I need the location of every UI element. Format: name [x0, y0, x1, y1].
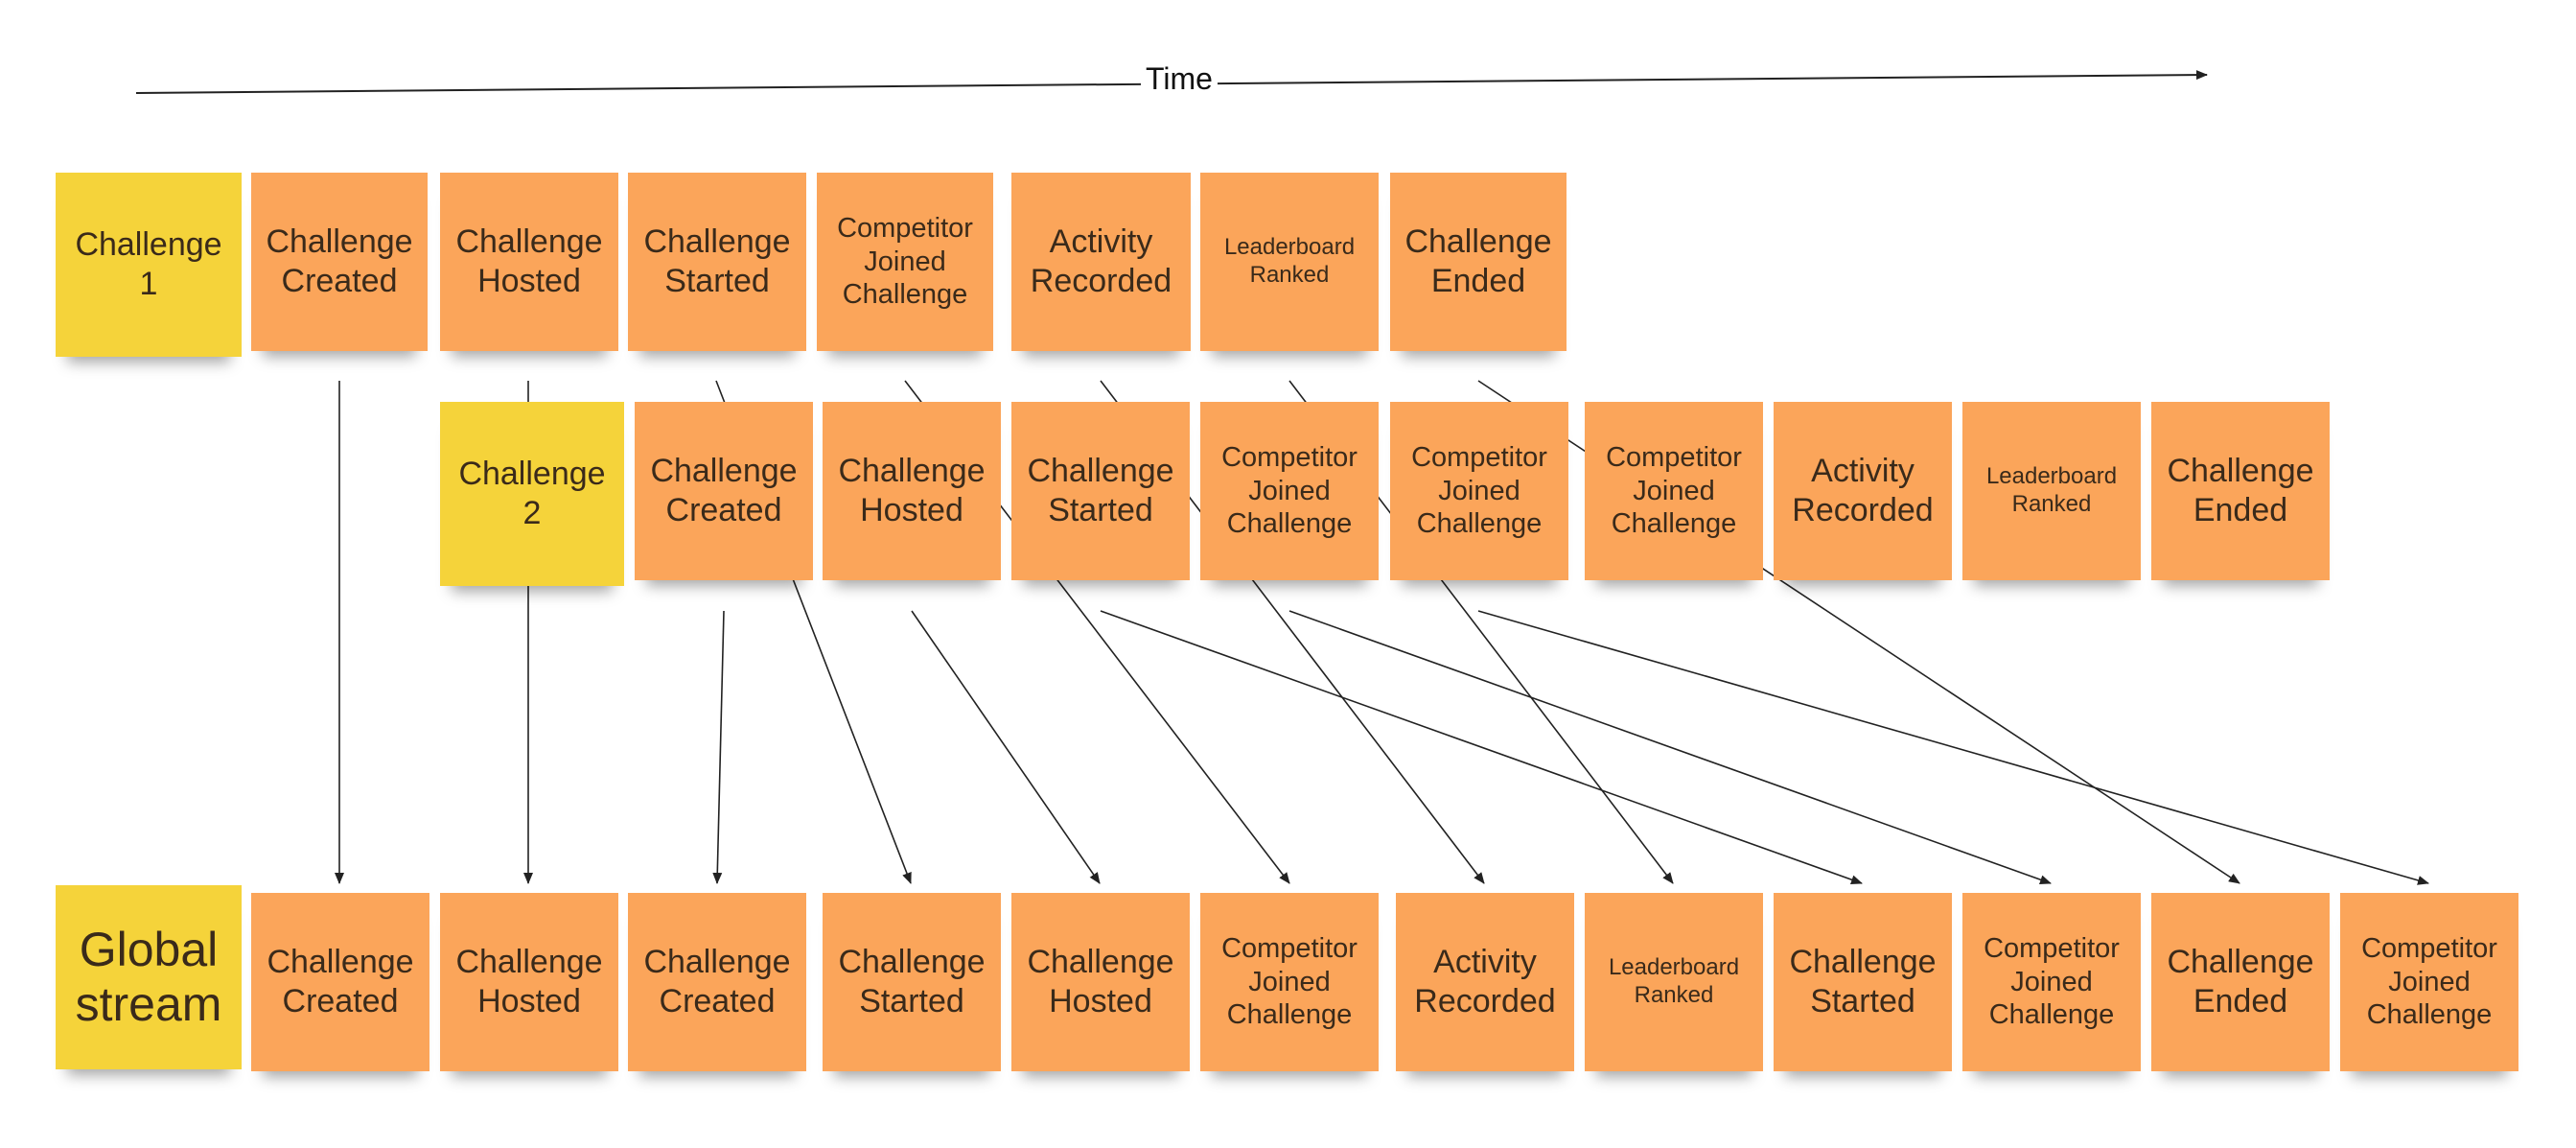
c2-leaderboard-ranked[interactable]: Leaderboard Ranked [1962, 402, 2141, 580]
c2-challenge-started[interactable]: Challenge Started [1011, 402, 1190, 580]
c2-challenge-hosted[interactable]: Challenge Hosted [823, 402, 1001, 580]
gs-challenge-created-2[interactable]: Challenge Created [628, 893, 806, 1071]
c2-challenge-ended[interactable]: Challenge Ended [2151, 402, 2330, 580]
c2-competitor-joined-challenge-3[interactable]: Competitor Joined Challenge [1585, 402, 1763, 580]
challenge-1-label[interactable]: Challenge 1 [56, 173, 242, 357]
global-stream-label[interactable]: Global stream [56, 885, 242, 1069]
connector-c2-hosted-to-gs [911, 610, 1101, 884]
c2-activity-recorded[interactable]: Activity Recorded [1774, 402, 1952, 580]
gs-leaderboard-ranked[interactable]: Leaderboard Ranked [1585, 893, 1763, 1071]
c2-challenge-created[interactable]: Challenge Created [635, 402, 813, 580]
c2-competitor-joined-challenge-2[interactable]: Competitor Joined Challenge [1390, 402, 1568, 580]
c1-challenge-created[interactable]: Challenge Created [251, 173, 428, 351]
gs-competitor-joined-challenge-2[interactable]: Competitor Joined Challenge [1962, 893, 2141, 1071]
gs-challenge-hosted-1[interactable]: Challenge Hosted [440, 893, 618, 1071]
c1-competitor-joined-challenge[interactable]: Competitor Joined Challenge [817, 173, 993, 351]
c1-leaderboard-ranked[interactable]: Leaderboard Ranked [1200, 173, 1379, 351]
gs-activity-recorded[interactable]: Activity Recorded [1396, 893, 1574, 1071]
connector-c2-joined-1-to-gs [1288, 610, 2052, 885]
gs-challenge-hosted-2[interactable]: Challenge Hosted [1011, 893, 1190, 1071]
connector-c2-started-to-gs [1100, 610, 1863, 885]
c1-challenge-ended[interactable]: Challenge Ended [1390, 173, 1566, 351]
connector-c2-created-to-gs [712, 610, 725, 884]
challenge-2-label[interactable]: Challenge 2 [440, 402, 624, 586]
c1-challenge-started[interactable]: Challenge Started [628, 173, 806, 351]
gs-challenge-started-1[interactable]: Challenge Started [823, 893, 1001, 1071]
c2-competitor-joined-challenge-1[interactable]: Competitor Joined Challenge [1200, 402, 1379, 580]
gs-challenge-started-2[interactable]: Challenge Started [1774, 893, 1952, 1071]
gs-competitor-joined-challenge-3[interactable]: Competitor Joined Challenge [2340, 893, 2518, 1071]
connector-c2-joined-2-to-gs [1477, 610, 2429, 885]
gs-challenge-created-1[interactable]: Challenge Created [251, 893, 429, 1071]
c1-challenge-hosted[interactable]: Challenge Hosted [440, 173, 618, 351]
gs-competitor-joined-challenge-1[interactable]: Competitor Joined Challenge [1200, 893, 1379, 1071]
gs-challenge-ended[interactable]: Challenge Ended [2151, 893, 2330, 1071]
time-axis-label: Time [1141, 61, 1218, 97]
c1-activity-recorded[interactable]: Activity Recorded [1011, 173, 1191, 351]
